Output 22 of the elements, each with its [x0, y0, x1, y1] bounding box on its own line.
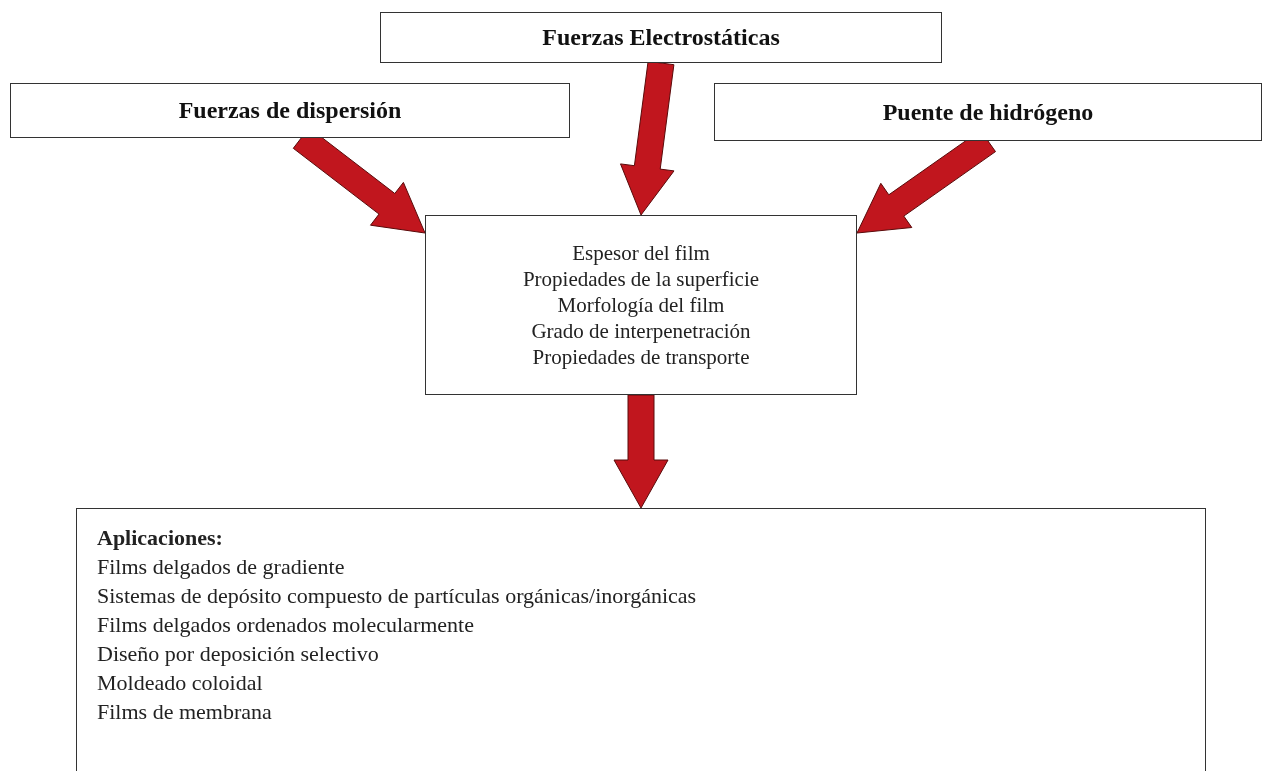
application-text: Films delgados ordenados molecularmente	[97, 611, 474, 639]
heading-text: Fuerzas de dispersión	[178, 97, 402, 124]
property-text: Morfología del film	[557, 292, 725, 318]
section-heading: Aplicaciones:	[97, 524, 223, 552]
force-box	[714, 83, 1262, 141]
application-text: Films delgados de gradiente	[97, 553, 345, 581]
property-text: Grado de interpenetración	[531, 318, 751, 344]
application-text: Sistemas de depósito compuesto de partículas orgánicas/inorgánicas	[97, 582, 697, 610]
property-box	[425, 215, 857, 395]
force-box	[380, 12, 942, 63]
application-text: Moldeado coloidal	[97, 669, 263, 697]
block-arrow	[613, 394, 669, 509]
property-text: Propiedades de transporte	[532, 344, 750, 370]
heading-text: Fuerzas Electrostáticas	[542, 24, 780, 51]
application-text: Films de membrana	[97, 698, 272, 726]
applications-box	[76, 508, 1206, 771]
application-text: Diseño por deposición selectivo	[97, 640, 379, 668]
block-arrow	[620, 60, 675, 216]
force-box	[10, 83, 570, 138]
property-text: Propiedades de la superficie	[522, 266, 760, 292]
property-text: Espesor del film	[572, 240, 710, 266]
heading-text: Puente de hidrógeno	[882, 98, 1094, 126]
